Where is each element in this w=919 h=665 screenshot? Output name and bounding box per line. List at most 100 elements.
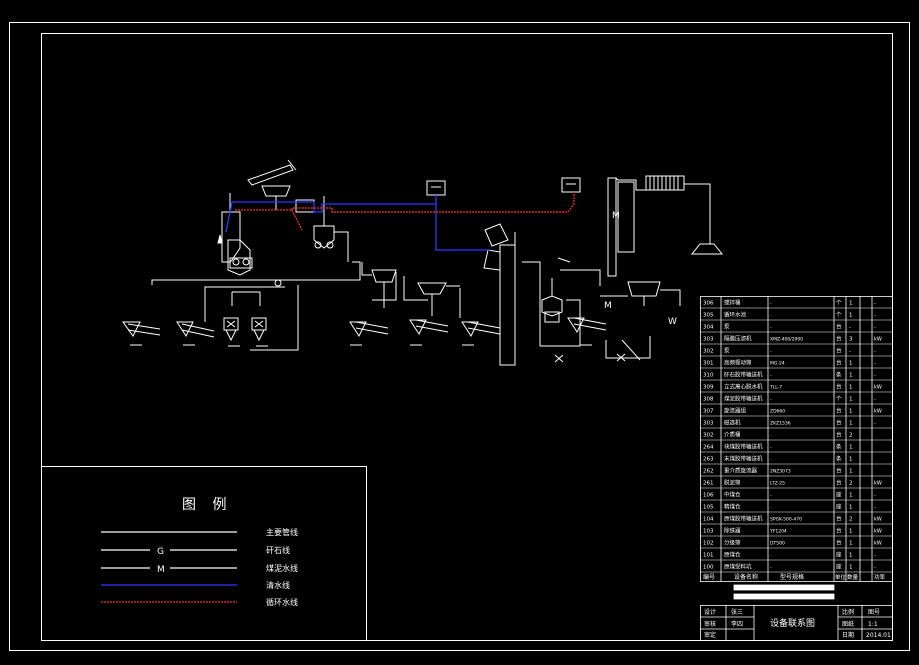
table-cell: 循环水池 <box>724 311 747 319</box>
table-cell: - <box>770 554 772 559</box>
table-cell: 台 <box>836 479 842 487</box>
table-cell: 302 <box>703 433 714 439</box>
table-cell: 264 <box>703 445 714 451</box>
table-cell: 精煤仓 <box>724 503 741 511</box>
table-cell: 台 <box>836 419 842 427</box>
table-cell: 除铁器 <box>724 527 741 535</box>
tb-r3-c1: 审定 <box>704 631 716 639</box>
table-cell: 介质桶 <box>724 431 741 439</box>
table-cell: kW <box>874 337 882 343</box>
table-cell: 1 <box>849 373 853 379</box>
table-cell: 1 <box>849 397 853 403</box>
table-cell: 台 <box>836 539 842 547</box>
flow-label-m1: M <box>612 211 620 221</box>
table-cell: - <box>770 506 772 511</box>
tb-r1-c1: 设计 <box>704 608 716 616</box>
separator-vessel <box>221 211 241 263</box>
table-cell: - <box>770 566 772 571</box>
table-cell: 103 <box>703 529 714 535</box>
table-cell: - <box>849 349 851 355</box>
table-cell: 台 <box>836 407 842 415</box>
table-cell: - <box>770 374 772 379</box>
table-cell: 煤泥胶带输送机 <box>724 395 763 403</box>
table-cell: 高频振动筛 <box>724 359 752 367</box>
table-cell: 306 <box>703 301 714 307</box>
table-cell: - <box>770 302 772 307</box>
table-cell: YF1204 <box>769 529 787 535</box>
table-cell: - <box>770 398 772 403</box>
table-cell: 305 <box>703 313 714 319</box>
tb-r3-c3: 日期 <box>842 631 854 639</box>
outer-frame <box>9 22 910 651</box>
table-cell: 309 <box>703 385 714 391</box>
table-cell: - <box>874 421 876 427</box>
table-cell: 台 <box>836 323 842 331</box>
table-cell: 1 <box>849 565 853 571</box>
table-cell: 303 <box>703 337 714 343</box>
table-cell: 307 <box>703 409 714 415</box>
table-cell: kW <box>874 541 882 547</box>
table-cell: 原煤胶带输送机 <box>724 515 763 523</box>
legend-lines <box>101 531 237 603</box>
legend-mark-m: M <box>157 565 165 575</box>
table-cell: 块煤胶带输送机 <box>724 443 763 451</box>
table-cell: 脱泥筛 <box>724 479 741 487</box>
table-cell: 301 <box>703 361 714 367</box>
table-cell: - <box>770 350 772 355</box>
table-cell: - <box>770 326 772 331</box>
table-cell: 1 <box>849 553 853 559</box>
table-cell: 泵 <box>724 324 730 331</box>
tank-meter-2 <box>561 177 581 193</box>
table-cell: 1 <box>849 469 853 475</box>
table-cell: 个 <box>836 312 842 319</box>
table-cell: - <box>770 446 772 451</box>
table-cell: 台 <box>836 467 842 475</box>
table-cell: 旋流器组 <box>724 407 747 415</box>
legend-label-circulating-water: 循环水线 <box>266 597 298 607</box>
table-cell: kW <box>874 481 882 487</box>
tb-r2-c3: 图纸 <box>842 620 854 628</box>
tb-r1-c2: 张三 <box>731 608 743 616</box>
table-cell: - <box>874 373 876 379</box>
table-header-name: 设备名称 <box>734 573 758 581</box>
table-cell: 101 <box>703 553 714 559</box>
table-header-power: 功率 <box>874 573 886 581</box>
table-cell: 矸石胶带输送机 <box>724 371 763 379</box>
centrifuge-1 <box>223 317 239 331</box>
table-cell: 搅拌桶 <box>724 299 741 307</box>
table-cell: 1 <box>849 445 853 451</box>
table-cell: 座 <box>836 503 842 511</box>
clear-water-line <box>225 201 490 251</box>
table-cell: LTZ-25 <box>770 481 785 487</box>
table-cell: ZKZ1536 <box>770 421 791 427</box>
table-cell: - <box>874 505 876 511</box>
table-cell: kW <box>874 529 882 535</box>
table-header-unit: 单位 <box>835 573 847 581</box>
table-cell: 105 <box>703 505 714 511</box>
table-cell: kW <box>874 385 882 391</box>
water-lines <box>225 192 575 251</box>
feeder-belt <box>247 164 294 186</box>
table-cell: 1 <box>849 457 853 463</box>
table-cell: 1 <box>849 541 853 547</box>
table-cell: 2 <box>849 481 853 487</box>
table-cell: 个 <box>836 300 842 307</box>
legend-mark-g: G <box>157 547 164 557</box>
circulating-water-line <box>235 192 575 213</box>
table-cell: - <box>874 349 876 355</box>
table-header-no: 编号 <box>703 573 715 581</box>
table-cell: 262 <box>703 469 714 475</box>
table-cell: 条 <box>836 371 842 379</box>
table-cell: 台 <box>836 347 842 355</box>
tb-r2-c2: 李四 <box>731 620 743 628</box>
table-cell: kW <box>874 517 882 523</box>
table-cell: 1 <box>849 313 853 319</box>
table-cell: kW <box>874 409 882 415</box>
thickener-cone <box>690 243 724 255</box>
table-cell: - <box>874 553 876 559</box>
table-cell: 308 <box>703 397 714 403</box>
table-cell: 台 <box>836 359 842 367</box>
table-cell: - <box>874 493 876 499</box>
table-cell: 磁选机 <box>724 419 741 427</box>
